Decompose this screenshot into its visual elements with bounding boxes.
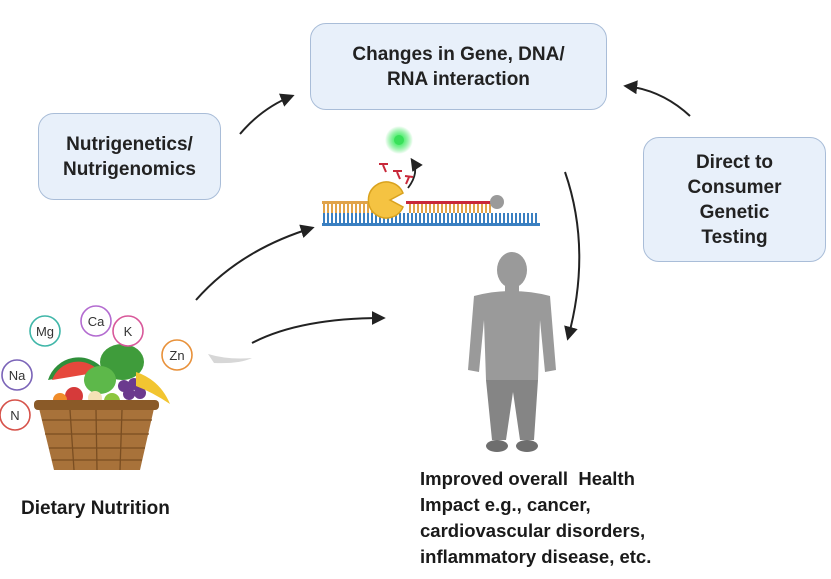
dietary-nutrition-label: Dietary Nutrition <box>21 496 170 521</box>
direct-to-consumer-genetic-testing-box: Direct to Consumer Genetic Testing <box>643 137 826 262</box>
nutrigenetics-box: Nutrigenetics/ Nutrigenomics <box>38 113 221 200</box>
health-line-4: inflammatory disease, etc. <box>420 546 652 567</box>
mineral-badge-n: N <box>0 399 31 431</box>
mineral-badge-ca: Ca <box>80 305 112 337</box>
mineral-symbol: Ca <box>88 314 105 329</box>
health-line-3: cardiovascular disorders, <box>420 520 646 541</box>
arrow-gene-to-person <box>564 171 581 341</box>
mineral-symbol: Na <box>9 368 26 383</box>
nutri-box-line-2: Nutrigenomics <box>62 158 197 180</box>
arrow-dtc-to-gene <box>623 80 691 117</box>
grain-icon <box>208 354 252 364</box>
mineral-symbol: Zn <box>169 348 184 363</box>
dtc-box-line-4: Testing <box>701 226 768 248</box>
health-impact-label: Improved overall Health Impact e.g., can… <box>420 466 651 570</box>
food-basket-icon <box>34 344 170 471</box>
mineral-badge-mg: Mg <box>29 315 61 347</box>
dietary-nutrition-text: Dietary Nutrition <box>21 498 170 519</box>
dtc-box-line-1: Direct to <box>695 151 774 173</box>
health-line-1: Improved overall Health <box>420 468 635 489</box>
health-line-2: Impact e.g., cancer, <box>420 494 591 515</box>
mineral-symbol: N <box>10 408 19 423</box>
dtc-box-line-2: Consumer <box>687 176 782 198</box>
nutri-box-line-1: Nutrigenetics/ <box>66 133 193 155</box>
arrow-diet-to-dna <box>195 224 315 301</box>
mineral-badge-k: K <box>112 315 144 347</box>
dna-enzyme-icon <box>322 126 540 226</box>
person-icon <box>468 252 556 452</box>
arrow-diet-to-person <box>251 311 386 344</box>
mineral-symbol: K <box>124 324 133 339</box>
dtc-box-line-3: Genetic <box>699 201 770 223</box>
mineral-symbol: Mg <box>36 324 54 339</box>
arrow-nutri-to-gene <box>239 93 295 135</box>
mineral-badge-na: Na <box>1 359 33 391</box>
mineral-badge-zn: Zn <box>161 339 193 371</box>
gene-box-line-1: Changes in Gene, DNA/ <box>352 43 565 65</box>
gene-dna-rna-interaction-box: Changes in Gene, DNA/ RNA interaction <box>310 23 607 110</box>
gene-box-line-2: RNA interaction <box>387 68 530 90</box>
